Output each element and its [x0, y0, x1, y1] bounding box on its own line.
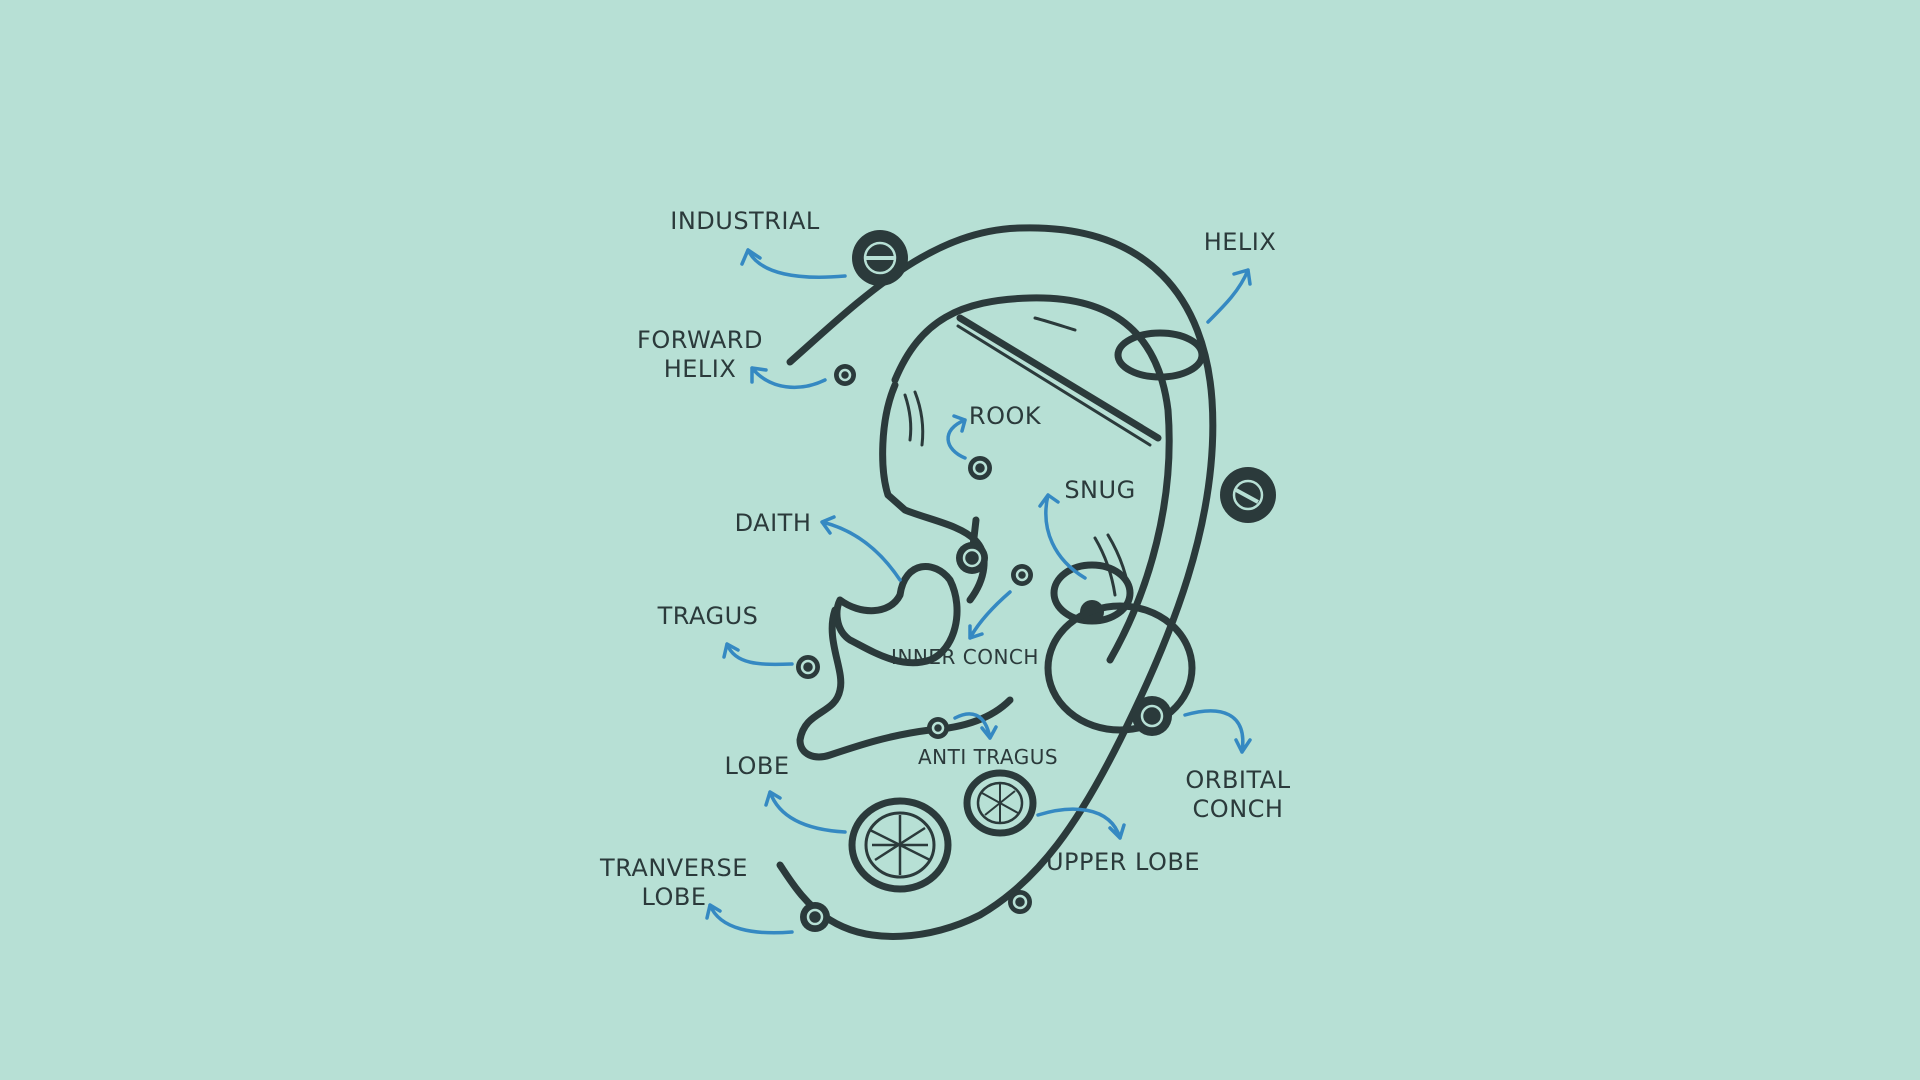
ear-concha — [833, 563, 961, 667]
helix-jewel — [1114, 329, 1206, 381]
arrow-upper-lobe — [1036, 807, 1126, 840]
label-anti-tragus: ANTI TRAGUS — [918, 745, 1058, 769]
arrow-daith — [820, 515, 902, 582]
upper-lobe-jewel — [963, 769, 1037, 837]
labels-group: INDUSTRIAL HELIX FORWARD HELIX ROOK SNUG… — [599, 207, 1290, 911]
helix-barbell-jewel — [1220, 467, 1276, 523]
arrow-orbital-conch — [1183, 709, 1252, 754]
industrial-barbell-rod — [956, 314, 1162, 442]
label-industrial: INDUSTRIAL — [670, 207, 820, 235]
label-rook: ROOK — [969, 402, 1042, 430]
label-orbital-conch-line2: CONCH — [1193, 795, 1284, 823]
arrow-forward-helix — [750, 366, 827, 390]
rook-jewel — [968, 456, 992, 480]
label-snug: SNUG — [1064, 476, 1135, 504]
orbital-conch-jewel — [1044, 602, 1196, 736]
arrow-industrial — [740, 248, 847, 279]
ear-tragus-lobe — [796, 606, 1014, 761]
arrow-anti-tragus — [953, 712, 998, 740]
daith-jewel — [956, 542, 988, 574]
arrow-lobe — [764, 790, 847, 834]
label-forward-helix-line2: HELIX — [664, 355, 737, 383]
label-tranverse-lobe-line1: TRANVERSE — [599, 854, 748, 882]
arrow-tragus — [722, 642, 794, 667]
tragus-jewel — [796, 655, 820, 679]
inner-conch-jewel — [1011, 564, 1033, 586]
label-inner-conch: INNER CONCH — [891, 645, 1039, 669]
label-tranverse-lobe-line2: LOBE — [641, 883, 706, 911]
snug-jewel — [1050, 561, 1134, 625]
arrow-helix — [1206, 268, 1252, 324]
label-helix: HELIX — [1204, 228, 1277, 256]
arrow-inner-conch — [968, 590, 1012, 640]
ear-illustration — [776, 224, 1217, 940]
industrial-jewel — [852, 230, 908, 286]
tranverse-lobe-jewel — [800, 890, 1032, 932]
label-forward-helix-line1: FORWARD — [637, 326, 763, 354]
anti-tragus-jewel — [927, 717, 949, 739]
label-tragus: TRAGUS — [657, 602, 759, 630]
label-daith: DAITH — [735, 509, 812, 537]
label-orbital-conch-line1: ORBITAL — [1185, 766, 1290, 794]
ear-helix-rim — [776, 224, 1217, 940]
arrow-tranverse-lobe — [705, 903, 794, 935]
arrows-group — [705, 248, 1252, 935]
label-upper-lobe: UPPER LOBE — [1046, 848, 1200, 876]
arrow-snug — [1038, 493, 1087, 580]
label-lobe: LOBE — [724, 752, 789, 780]
jewelry-group — [796, 230, 1276, 932]
lobe-jewel — [848, 797, 952, 893]
arrow-rook — [946, 414, 967, 460]
forward-helix-jewel — [834, 364, 856, 386]
